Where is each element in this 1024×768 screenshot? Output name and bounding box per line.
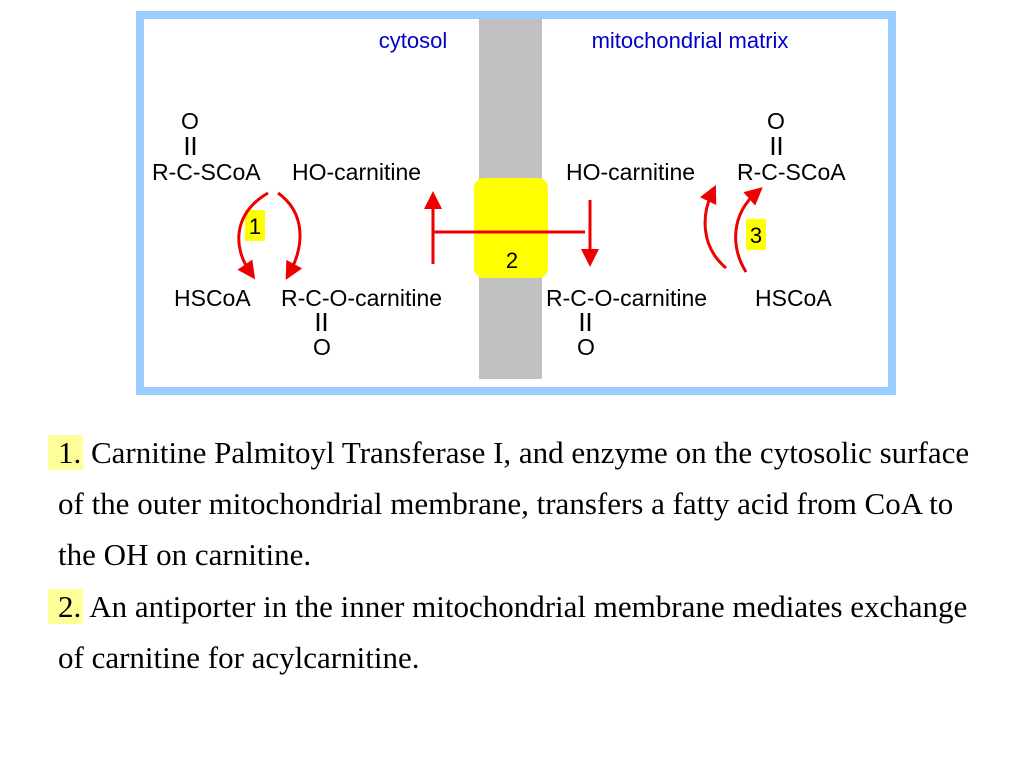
- cytosol-label: cytosol: [379, 28, 447, 53]
- step-1-highlight: [245, 210, 265, 241]
- step-3-label: 3: [750, 223, 762, 248]
- acyl-coa-carbonyl-oxygen-matrix: O: [767, 108, 785, 134]
- carnitine-matrix: HO-carnitine: [566, 159, 695, 185]
- caption-text: Carnitine Palmitoyl Transferase I, and e…: [58, 435, 970, 572]
- caption-step-2: 2. An antiporter in the inner mitochondr…: [48, 581, 978, 683]
- carbonyl-double-bond: [580, 313, 591, 331]
- step-3-highlight: [746, 219, 766, 250]
- carbonyl-double-bond: [771, 137, 782, 155]
- acylcarnitine-matrix: R-C-O-carnitine: [546, 285, 707, 311]
- hscoa-matrix: HSCoA: [755, 285, 832, 311]
- acyl-coa-cytosol: R-C-SCoA: [152, 159, 261, 185]
- acylcarnitine-carbonyl-oxygen: O: [313, 334, 331, 360]
- reaction-3-arrow-left: [700, 184, 727, 270]
- caption-number: 1.: [48, 435, 84, 470]
- reaction-3-arrow-right: [734, 187, 763, 273]
- reaction-1-arrow-left: [237, 191, 269, 280]
- caption-text: An antiporter in the inner mitochondrial…: [58, 589, 968, 675]
- caption-number: 2.: [48, 589, 84, 624]
- step-2-label: 2: [506, 248, 518, 273]
- carbonyl-double-bond: [316, 313, 327, 331]
- carbonyl-double-bond: [185, 137, 196, 155]
- carnitine-cytosol: HO-carnitine: [292, 159, 421, 185]
- antiporter: [474, 178, 548, 278]
- reaction-1-arrow-right: [277, 191, 303, 280]
- caption-step-1: 1. Carnitine Palmitoyl Transferase I, an…: [48, 427, 978, 580]
- matrix-label: mitochondrial matrix: [592, 28, 789, 53]
- acyl-coa-matrix: R-C-SCoA: [737, 159, 846, 185]
- acylcarnitine-carbonyl-oxygen-matrix: O: [577, 334, 595, 360]
- acylcarnitine-cytosol: R-C-O-carnitine: [281, 285, 442, 311]
- step-1-label: 1: [249, 214, 261, 239]
- acyl-coa-carbonyl-oxygen: O: [181, 108, 199, 134]
- hscoa-cytosol: HSCoA: [174, 285, 251, 311]
